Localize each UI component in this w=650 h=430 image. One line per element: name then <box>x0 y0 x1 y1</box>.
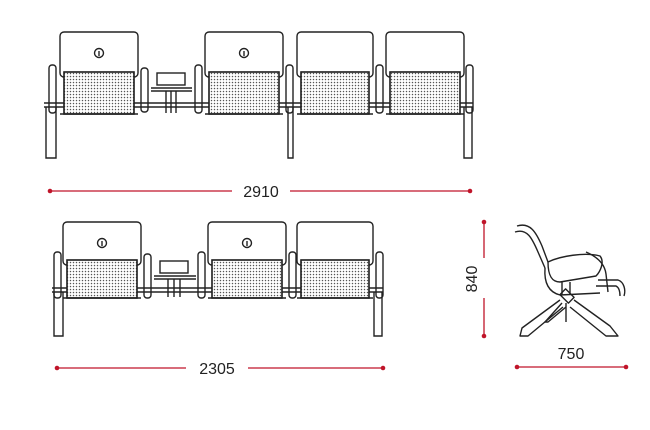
bench-3-seat-front-view <box>52 221 384 337</box>
seat <box>207 221 287 299</box>
dimension-depth: 750 <box>558 346 585 363</box>
seat <box>59 31 139 115</box>
side-table <box>151 72 192 113</box>
dimension-height: 840 <box>464 266 481 293</box>
seat <box>296 221 374 299</box>
seat <box>204 31 284 115</box>
seat <box>385 31 465 115</box>
seat <box>296 31 374 115</box>
logo-icon <box>96 237 108 249</box>
dimension-bottom-width: 2305 <box>199 361 235 378</box>
seat <box>62 221 142 299</box>
logo-icon <box>241 237 253 249</box>
chair-side-view <box>514 224 626 337</box>
logo-icon <box>238 47 250 59</box>
dimension-top-width: 2910 <box>243 184 279 201</box>
dimension-lines <box>47 188 629 371</box>
logo-icon <box>93 47 105 59</box>
bench-4-seat-front-view <box>44 31 474 159</box>
side-table <box>154 260 196 297</box>
